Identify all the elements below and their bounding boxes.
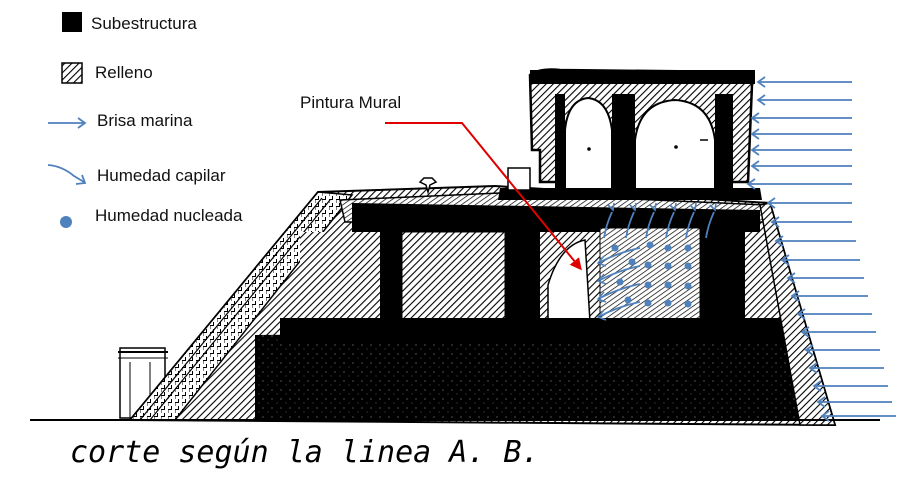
- caption: corte según la linea A. B.: [70, 435, 540, 470]
- curved-arrow-icon: [47, 164, 87, 185]
- temple: [418, 68, 762, 200]
- straight-arrow-icon: [48, 117, 87, 129]
- sea-breeze-arrows: [746, 76, 896, 422]
- legend-label-nucleada: Humedad nucleada: [95, 206, 243, 225]
- legend-label-relleno: Relleno: [95, 63, 153, 82]
- solid-black-square-icon: [62, 12, 82, 32]
- legend-label-subestructura: Subestructura: [91, 14, 197, 33]
- red-pointer-arrow: [385, 122, 582, 271]
- dot-icon: [60, 216, 72, 228]
- capillary-arrows: [596, 202, 717, 321]
- legend-label-capilar: Humedad capilar: [97, 166, 226, 185]
- mural-annotation: Pintura Mural: [300, 93, 582, 271]
- annotation-label: Pintura Mural: [300, 93, 401, 112]
- hatched-square-icon: [61, 62, 83, 84]
- legend: Subestructura Relleno Brisa marina Humed…: [47, 12, 243, 228]
- nucleated-dots: [611, 241, 692, 308]
- legend-label-brisa: Brisa marina: [97, 111, 193, 130]
